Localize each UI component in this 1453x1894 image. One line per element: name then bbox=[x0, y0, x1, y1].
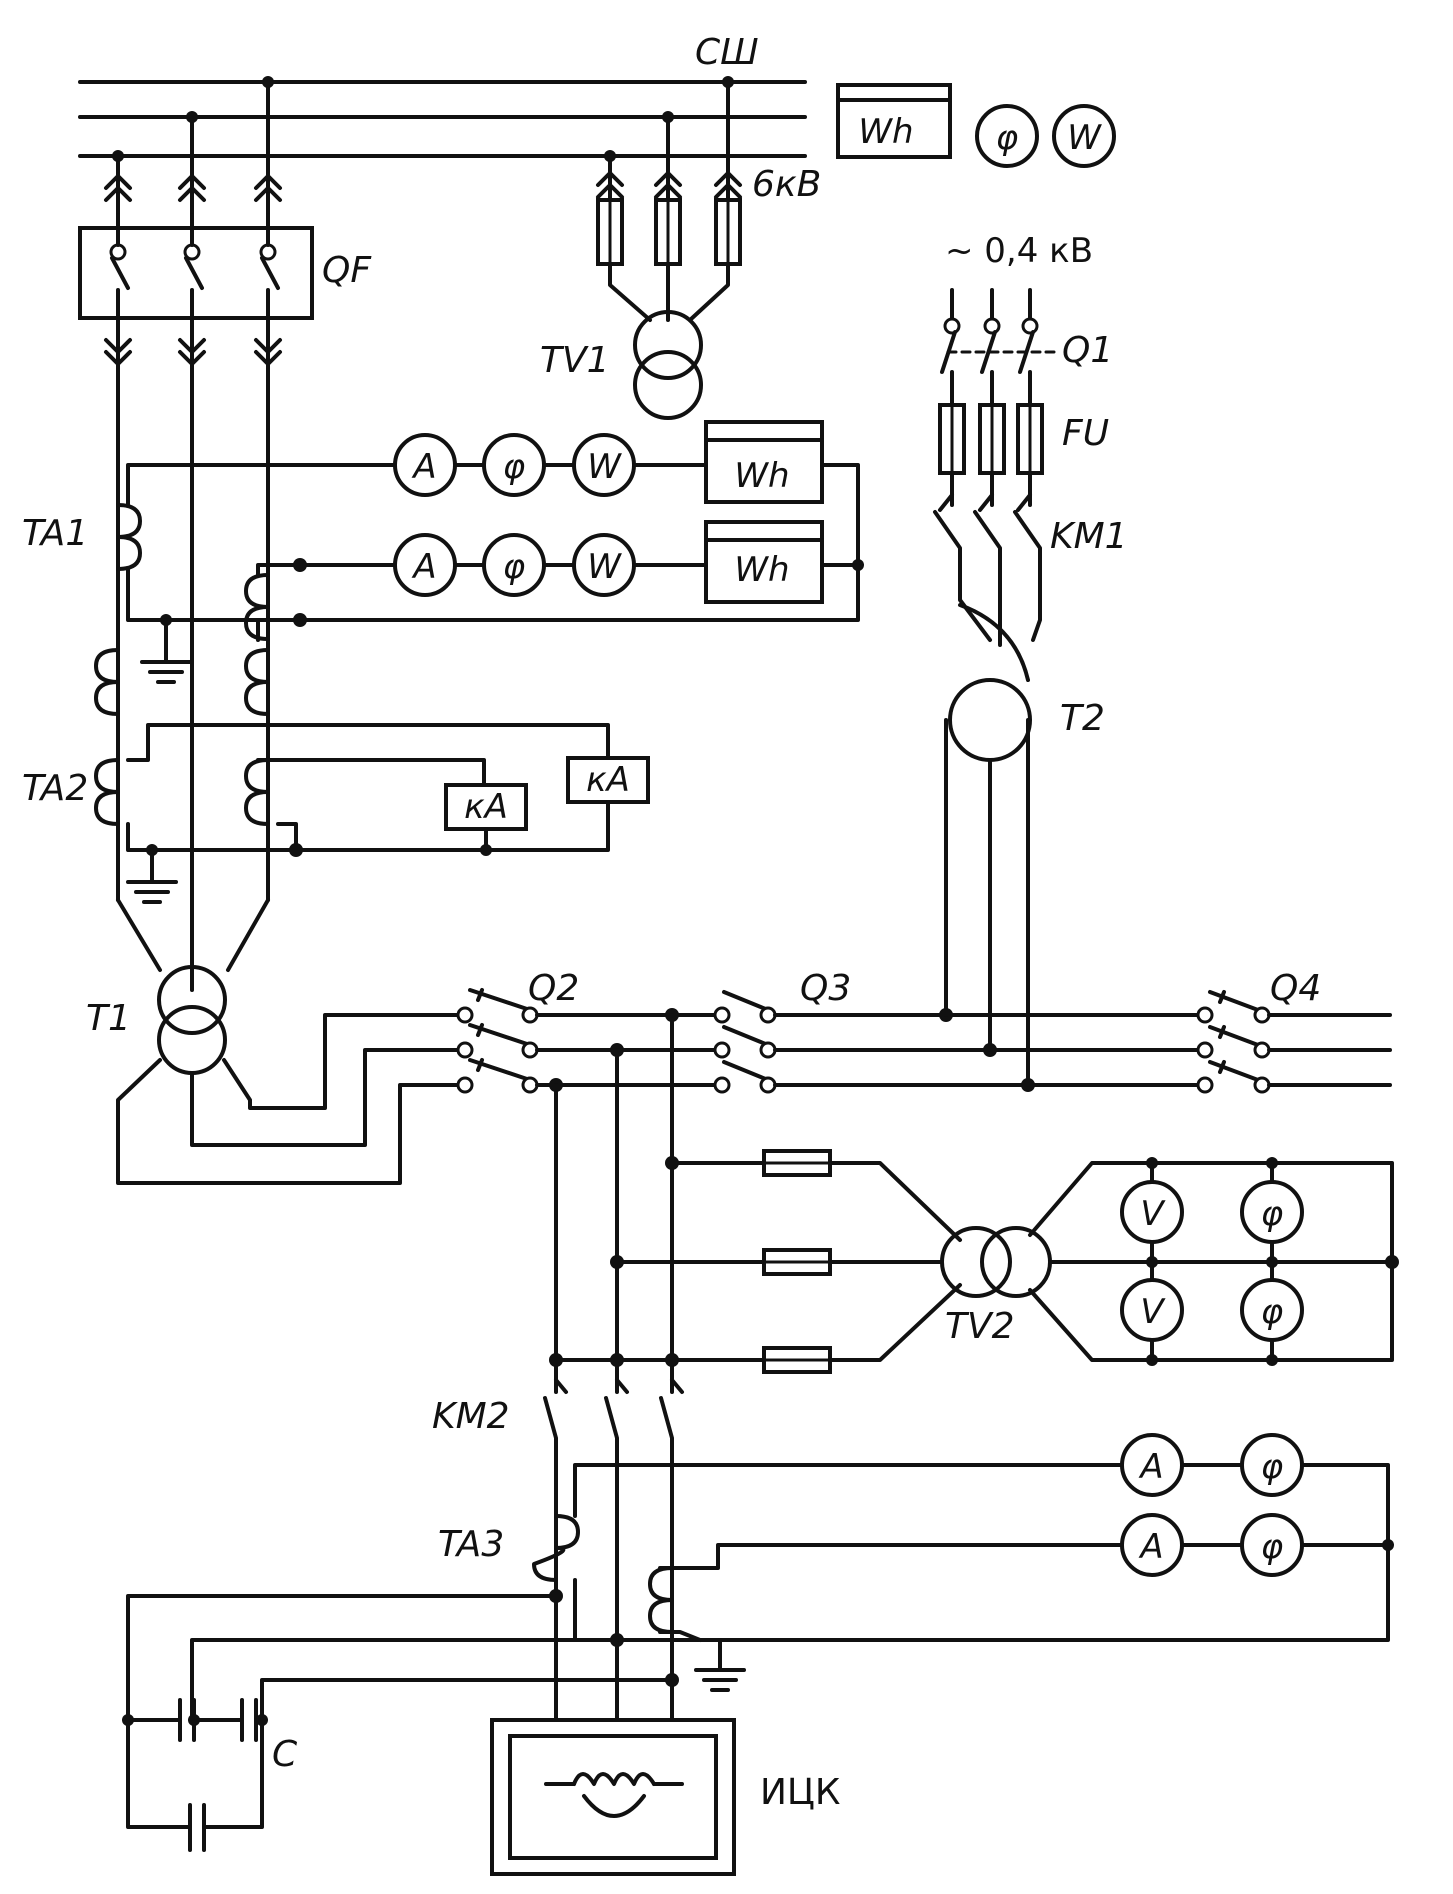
q2-label: Q2 bbox=[528, 968, 579, 1009]
phase-meter-6: φ bbox=[1261, 1527, 1284, 1567]
phase-meter-1: φ bbox=[503, 447, 526, 487]
left-feeder: TA1 A φ W Wh A φ W Wh bbox=[22, 368, 864, 992]
aux-feeder: ~ 0,4 кВ Q1 FU KM1 T2 bbox=[933, 231, 1128, 1087]
ammeter-1: A bbox=[411, 447, 436, 487]
tv2-label: TV2 bbox=[945, 1306, 1015, 1347]
phase-meter-2: φ bbox=[503, 547, 526, 587]
ta1-label: TA1 bbox=[22, 513, 88, 554]
q3-label: Q3 bbox=[800, 968, 851, 1009]
km2-label: KM2 bbox=[432, 1396, 510, 1437]
q1-label: Q1 bbox=[1062, 330, 1113, 371]
ammeter-4: A bbox=[1138, 1527, 1163, 1567]
transformer-t1: T1 bbox=[86, 965, 462, 1185]
lv-voltage-label: ~ 0,4 кВ bbox=[945, 231, 1093, 271]
energy-meter-2: Wh bbox=[734, 550, 789, 590]
q4-label: Q4 bbox=[1270, 968, 1321, 1009]
voltmeter-2: V bbox=[1140, 1292, 1166, 1332]
t1-label: T1 bbox=[86, 998, 131, 1039]
capacitor-label: C bbox=[272, 1734, 298, 1775]
ta3-label: TA3 bbox=[438, 1524, 504, 1565]
phase-meter-top: φ bbox=[996, 118, 1019, 158]
qf-label: QF bbox=[322, 250, 372, 291]
voltmeter-1: V bbox=[1140, 1194, 1166, 1234]
top-right-instruments: Wh φ W bbox=[836, 83, 1116, 168]
fu-label: FU bbox=[1062, 413, 1109, 454]
furnace-label: ИЦК bbox=[760, 1772, 840, 1813]
busbars: СШ bbox=[78, 32, 807, 158]
phase-meter-4: φ bbox=[1261, 1292, 1284, 1332]
voltage-transformer-tv1: TV1 6кВ bbox=[540, 76, 821, 420]
t2-label: T2 bbox=[1060, 698, 1105, 739]
wattmeter-top: W bbox=[1067, 118, 1102, 158]
overcurrent-relay-2: кА bbox=[464, 787, 508, 827]
energy-meter-1: Wh bbox=[734, 456, 789, 496]
capacitor-bank: C bbox=[122, 1589, 679, 1852]
ammeter-3: A bbox=[1138, 1447, 1163, 1487]
furnace-feeder: KM2 TA3 A φ A φ bbox=[432, 1378, 1394, 1722]
km1-label: KM1 bbox=[1050, 516, 1128, 557]
ta2-label: TA2 bbox=[22, 768, 88, 809]
phase-meter-5: φ bbox=[1261, 1447, 1284, 1487]
energy-meter-top: Wh bbox=[858, 112, 913, 152]
induction-furnace: ИЦК bbox=[490, 1718, 840, 1876]
ammeter-2: A bbox=[411, 547, 436, 587]
tv1-label: TV1 bbox=[540, 340, 610, 381]
voltage-transformer-tv2: TV2 V φ V φ bbox=[549, 1013, 1399, 1394]
overcurrent-relay-1: кА bbox=[586, 760, 630, 800]
hv-voltage-label: 6кВ bbox=[752, 164, 821, 205]
lv-bus: Q2 Q3 Q4 bbox=[456, 968, 1392, 1094]
bus-label: СШ bbox=[695, 32, 759, 73]
wattmeter-1: W bbox=[587, 447, 622, 487]
phase-meter-3: φ bbox=[1261, 1194, 1284, 1234]
wattmeter-2: W bbox=[587, 547, 622, 587]
breaker-qf: QF bbox=[78, 76, 372, 372]
